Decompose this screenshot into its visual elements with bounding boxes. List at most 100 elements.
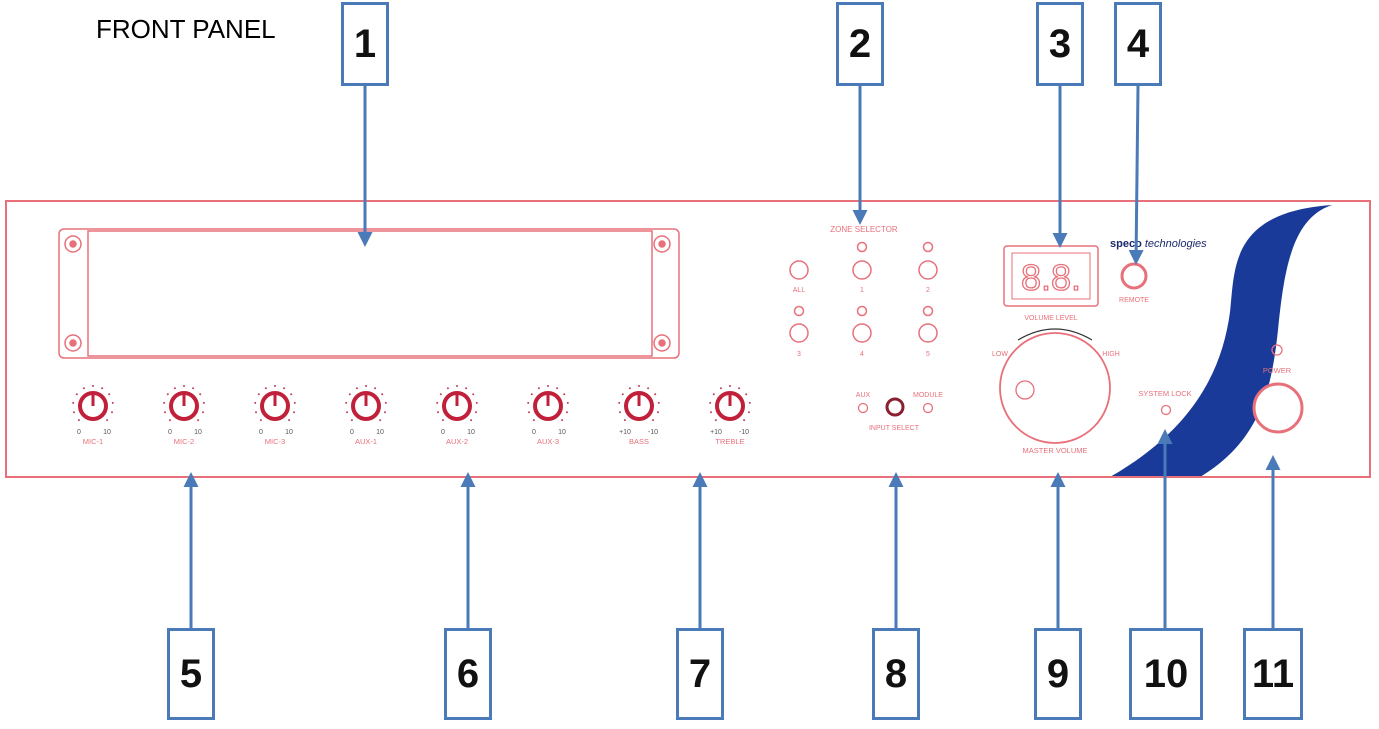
knob-tick — [254, 401, 257, 404]
panel-outline — [5, 200, 1371, 478]
knob-tick — [173, 387, 176, 390]
knob-tick — [566, 401, 569, 404]
knob-label: AUX-3 — [537, 437, 559, 446]
knob-max-label: 10 — [558, 429, 566, 436]
knob-tick — [652, 419, 655, 422]
knob-tick — [621, 393, 624, 396]
knob-tick — [202, 411, 204, 414]
knob-tick — [456, 385, 458, 387]
knob-tick — [111, 411, 113, 414]
knob-max-label: -10 — [648, 429, 658, 436]
zone-label-3: 3 — [797, 351, 801, 358]
knob-tick — [350, 419, 353, 422]
knob-label: BASS — [629, 437, 649, 446]
remote-sensor — [1120, 262, 1148, 290]
knob-tick — [108, 393, 111, 396]
knob-tick — [348, 393, 351, 396]
knob-tick — [563, 393, 566, 396]
zone-button-5 — [918, 323, 938, 343]
knob-tick — [475, 411, 477, 414]
knob-tick — [619, 411, 621, 414]
knob-min-label: 0 — [532, 429, 536, 436]
knob-tick — [183, 385, 185, 387]
knob-tick — [288, 419, 291, 422]
knob-tick — [264, 387, 267, 390]
callout-9: 9 — [1034, 628, 1082, 720]
knob-tick — [738, 387, 741, 390]
knob-tick — [618, 401, 621, 404]
zone-label-5: 5 — [926, 351, 930, 358]
screw-icon — [653, 334, 671, 352]
volume-digits: 8.8. — [1021, 257, 1081, 298]
zone-label-all: ALL — [793, 287, 806, 294]
knob-min-label: +10 — [710, 429, 722, 436]
knob-tick — [192, 387, 195, 390]
knob-tick — [168, 419, 171, 422]
knob-label: MIC-1 — [83, 437, 103, 446]
knob-tick — [82, 387, 85, 390]
knob-tick — [561, 419, 564, 422]
knob-tick — [623, 419, 626, 422]
power-led — [1271, 344, 1283, 356]
knob-tick — [384, 401, 387, 404]
knob-tick — [92, 385, 94, 387]
knob-tick — [547, 385, 549, 387]
knob-tick — [101, 387, 104, 390]
knob-tick — [77, 419, 80, 422]
screw-icon — [653, 235, 671, 253]
callout-4: 4 — [1114, 2, 1162, 86]
knob-tick — [657, 411, 659, 414]
knob-tick — [274, 385, 276, 387]
display-screws — [64, 235, 671, 352]
knob-tick — [638, 385, 640, 387]
zone-label-2: 2 — [926, 287, 930, 294]
knob-min-label: +10 — [619, 429, 631, 436]
figure-title: FRONT PANEL — [96, 14, 276, 44]
knob-max-label: 10 — [103, 429, 111, 436]
knob-tick — [106, 419, 109, 422]
knob-min-label: 0 — [259, 429, 263, 436]
knob-max-label: 10 — [467, 429, 475, 436]
knob-tick — [472, 393, 475, 396]
zone-button-4 — [852, 323, 872, 343]
callout-8: 8 — [872, 628, 920, 720]
knob-tick — [537, 387, 540, 390]
knob-tick — [346, 411, 348, 414]
knob-tick — [283, 387, 286, 390]
system-lock-label: SYSTEM LOCK — [1138, 389, 1191, 398]
knob-tick — [719, 387, 722, 390]
volume-arc — [1017, 328, 1093, 341]
knob-tick — [654, 393, 657, 396]
zone-led-4 — [856, 305, 868, 317]
knob-tick — [530, 393, 533, 396]
callout-arrows — [183, 85, 1281, 628]
knob-tick — [166, 393, 169, 396]
knob-min-label: 0 — [350, 429, 354, 436]
knob-tick — [556, 387, 559, 390]
system-lock-led — [1160, 404, 1172, 416]
master-volume-indicator — [1015, 380, 1035, 400]
knob-tick — [729, 385, 731, 387]
knob-max-label: 10 — [194, 429, 202, 436]
knob-tick — [163, 401, 166, 404]
knob-tick — [647, 387, 650, 390]
knob-tick — [527, 401, 530, 404]
knob-tick — [441, 419, 444, 422]
knob-label: AUX-1 — [355, 437, 377, 446]
knob-tick — [657, 401, 660, 404]
knob-label: TREBLE — [715, 437, 744, 446]
callout-3: 3 — [1036, 2, 1084, 86]
volume-level-label: VOLUME LEVEL — [1024, 315, 1077, 322]
knob-tick — [259, 419, 262, 422]
knob-tick — [745, 393, 748, 396]
